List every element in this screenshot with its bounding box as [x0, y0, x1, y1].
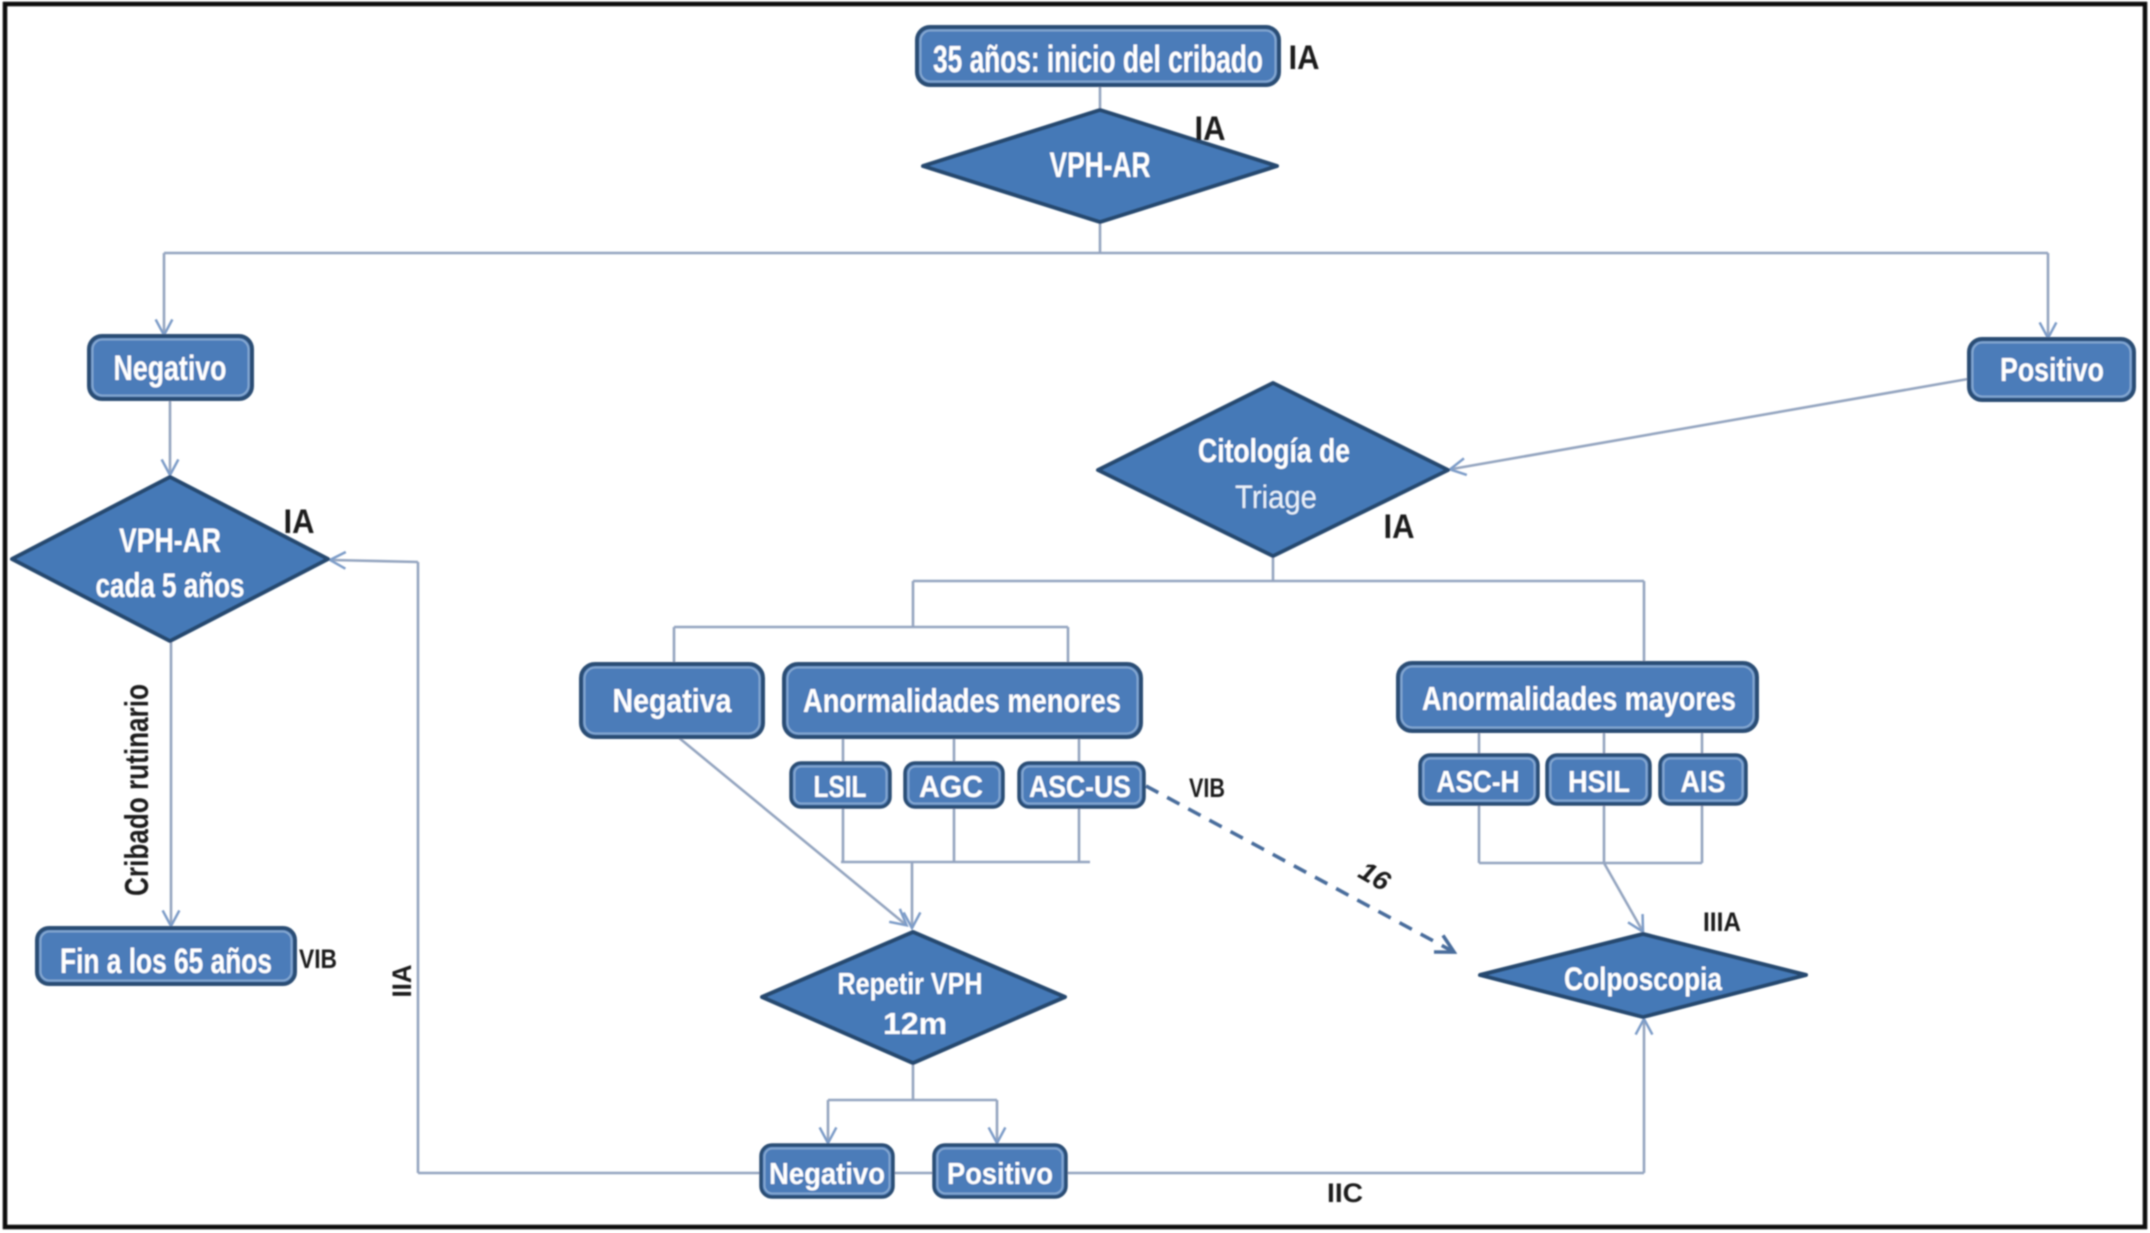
svg-text:Anormalidades menores: Anormalidades menores [803, 684, 1121, 720]
svg-text:Cribado rutinario: Cribado rutinario [119, 684, 156, 896]
svg-text:IA: IA [1195, 110, 1226, 148]
svg-text:12m: 12m [883, 1005, 947, 1040]
svg-text:Positivo: Positivo [947, 1157, 1053, 1191]
svg-text:16: 16 [1354, 855, 1397, 897]
svg-text:Citología de: Citología de [1198, 433, 1350, 469]
svg-text:Anormalidades mayores: Anormalidades mayores [1422, 682, 1736, 718]
svg-text:ASC-US: ASC-US [1029, 770, 1131, 804]
svg-text:IA: IA [1289, 39, 1320, 77]
svg-text:VPH-AR: VPH-AR [119, 522, 221, 560]
svg-text:Triage: Triage [1235, 479, 1317, 515]
svg-text:HSIL: HSIL [1568, 765, 1630, 799]
svg-text:Repetir VPH: Repetir VPH [838, 965, 983, 1000]
svg-text:35 años: inicio del cribado: 35 años: inicio del cribado [933, 37, 1263, 80]
svg-text:VPH-AR: VPH-AR [1050, 145, 1151, 185]
svg-text:Negativa: Negativa [613, 682, 733, 719]
svg-text:VIB: VIB [299, 944, 337, 974]
svg-text:Fin a los 65 años: Fin a los 65 años [60, 941, 272, 981]
svg-text:IIA: IIA [386, 965, 417, 998]
svg-text:ASC-H: ASC-H [1437, 765, 1520, 800]
svg-text:LSIL: LSIL [814, 769, 867, 803]
svg-text:IA: IA [284, 503, 315, 541]
svg-text:IIC: IIC [1327, 1178, 1363, 1208]
svg-text:VIB: VIB [1189, 774, 1225, 804]
svg-text:Colposcopia: Colposcopia [1564, 962, 1723, 998]
svg-text:AGC: AGC [919, 770, 983, 804]
svg-text:cada 5 años: cada 5 años [96, 568, 245, 605]
svg-text:IIIA: IIIA [1703, 908, 1741, 937]
svg-text:AIS: AIS [1681, 765, 1726, 799]
svg-text:IA: IA [1384, 508, 1415, 546]
svg-text:Negativo: Negativo [114, 349, 227, 388]
svg-text:Negativo: Negativo [769, 1156, 885, 1191]
svg-text:Positivo: Positivo [2000, 352, 2104, 388]
